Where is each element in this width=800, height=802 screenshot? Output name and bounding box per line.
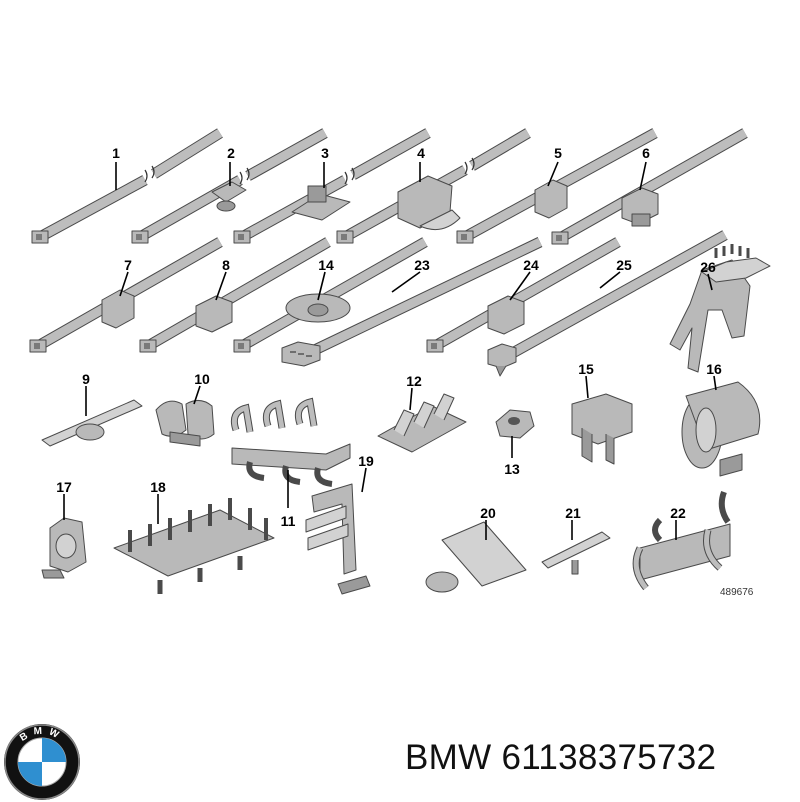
- part-4-cable-tie-with-block: [336, 128, 531, 244]
- label-part-24: 24: [523, 257, 539, 273]
- label-part-1: 1: [112, 145, 120, 161]
- part-19-bracket: [305, 483, 371, 595]
- label-part-26: 26: [700, 259, 716, 275]
- part-numbers: 1 2 3 4 5 6 7 8 14 23 24 25 26 9 10 12 1…: [56, 145, 754, 598]
- part-3-cable-tie-with-mount: [233, 128, 431, 244]
- bmw-logo: BMW: [4, 724, 80, 800]
- part-24-cable-tie: [426, 237, 621, 353]
- label-part-25: 25: [616, 257, 632, 273]
- leader-lines: [63, 161, 717, 540]
- label-part-19: 19: [358, 453, 374, 469]
- part-23-cable-tie-with-clip: [281, 237, 543, 367]
- label-part-21: 21: [565, 505, 581, 521]
- label-part-13: 13: [504, 461, 520, 477]
- label-part-3: 3: [321, 145, 329, 161]
- label-part-11: 11: [281, 513, 296, 529]
- part-17-clip: [41, 517, 87, 579]
- label-part-22: 22: [670, 505, 686, 521]
- label-part-16: 16: [706, 361, 722, 377]
- part-11-multi-clip-holder: [230, 397, 351, 487]
- part-25-cable-tie-with-clip: [487, 230, 728, 377]
- label-part-7: 7: [124, 257, 132, 273]
- label-part-5: 5: [554, 145, 562, 161]
- part-13-nut: [495, 409, 535, 439]
- label-part-12: 12: [406, 373, 422, 389]
- part-7-cable-tie: [29, 237, 223, 353]
- part-2-cable-tie-with-clip: [131, 128, 328, 244]
- part-15-clip: [571, 393, 633, 465]
- label-part-2: 2: [227, 145, 235, 161]
- part-22-double-clip: [632, 490, 731, 591]
- part-6-cable-tie: [551, 128, 748, 245]
- part-1-cable-tie: [31, 128, 223, 244]
- diagram-reference-number: 489676: [720, 587, 754, 598]
- part-12-clip-plate: [377, 393, 467, 453]
- product-caption: BMW 61138375732: [405, 738, 717, 777]
- part-16-pipe-clamp: [681, 381, 761, 477]
- part-9-strip-clip: [41, 399, 143, 447]
- part-21-strip-clip: [541, 531, 611, 575]
- part-5-cable-tie: [456, 128, 658, 244]
- part-20-strip-clip: [425, 521, 527, 593]
- label-part-23: 23: [414, 257, 430, 273]
- label-part-8: 8: [222, 257, 230, 273]
- part-14-cable-tie-with-disc: [233, 237, 428, 353]
- label-part-6: 6: [642, 145, 650, 161]
- label-part-17: 17: [56, 479, 72, 495]
- part-10-clip: [155, 400, 215, 447]
- part-26-cable-holder: [669, 244, 771, 373]
- label-part-14: 14: [318, 257, 334, 273]
- label-part-18: 18: [150, 479, 166, 495]
- label-part-4: 4: [417, 145, 425, 161]
- label-part-9: 9: [82, 371, 90, 387]
- part-18-multi-holder: [113, 498, 275, 594]
- part-8-cable-tie: [139, 237, 331, 353]
- label-part-15: 15: [578, 361, 594, 377]
- label-part-10: 10: [194, 371, 210, 387]
- label-part-20: 20: [480, 505, 496, 521]
